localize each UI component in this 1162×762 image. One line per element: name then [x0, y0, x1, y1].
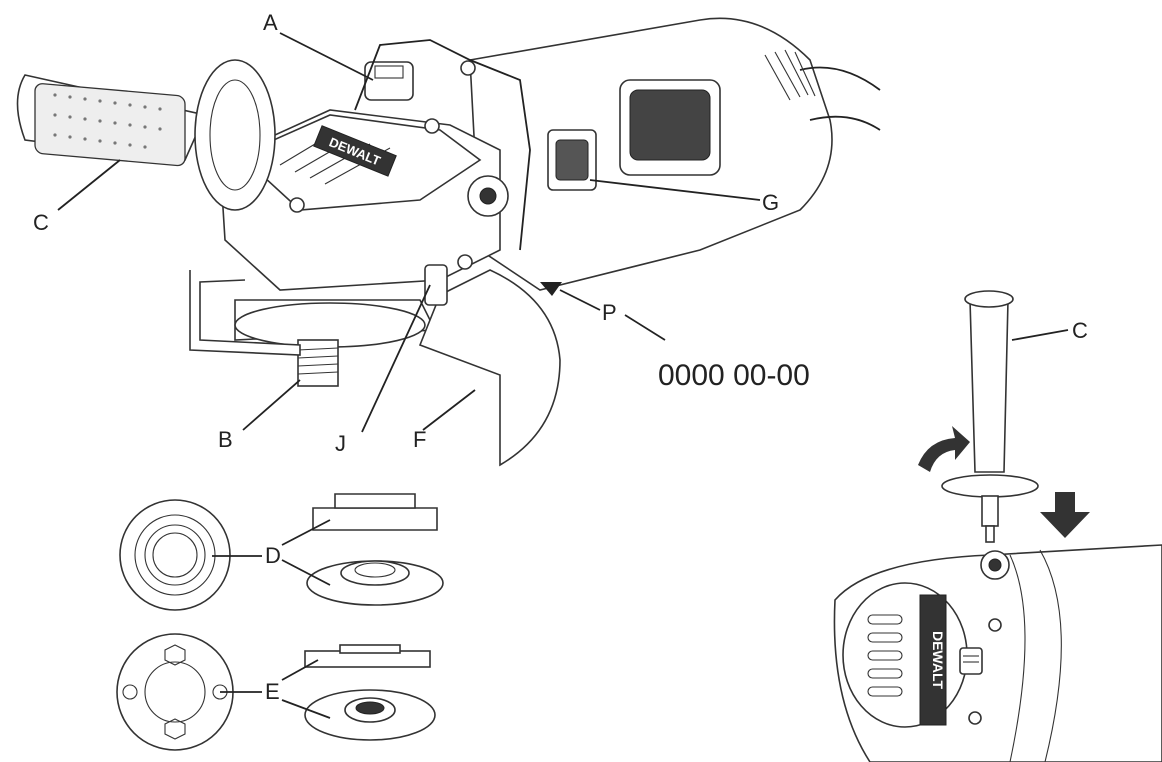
brand-logo-install: DEWALT	[930, 631, 946, 690]
guard-release-lever	[424, 264, 448, 306]
arrow-head	[540, 282, 562, 296]
side-handle-install	[969, 299, 1009, 473]
spindle	[297, 339, 339, 387]
handle-flange-install	[941, 474, 1039, 498]
push-down-arrow-icon	[1040, 492, 1090, 538]
callout-g: G	[762, 190, 779, 215]
callout-b: B	[218, 427, 233, 452]
handle-flange	[194, 59, 276, 211]
wheel-guard-shell	[418, 269, 561, 467]
vent-plate	[842, 582, 968, 728]
flange-callout-lines	[212, 519, 331, 719]
callout-j: J	[335, 431, 346, 456]
callout-line-c2	[1011, 329, 1069, 341]
grip-ribs	[764, 49, 816, 101]
handle-bracket	[354, 39, 531, 251]
wheel-guard	[189, 270, 301, 356]
callout-f: F	[413, 427, 426, 452]
flange-set-e	[116, 633, 436, 751]
callout-a: A	[263, 10, 278, 35]
slide-switch-button	[555, 139, 589, 181]
callout-c: C	[33, 210, 49, 235]
callout-p: P	[602, 300, 617, 325]
callout-d: D	[265, 543, 281, 568]
screw	[457, 254, 473, 270]
date-code: 0000 00-00	[658, 359, 810, 392]
vent-slots	[867, 614, 903, 697]
side-handle-install-illustration: DEWALT	[833, 290, 1162, 762]
callout-e: E	[265, 679, 280, 704]
spindle-lock-install	[959, 647, 983, 675]
cord	[799, 66, 881, 91]
screw	[460, 60, 476, 76]
handle-texture	[53, 93, 162, 149]
rotate-arrow-icon	[918, 426, 970, 472]
flange-set-d	[119, 493, 444, 611]
brand-plate-install: DEWALT	[919, 594, 947, 726]
side-handle-grip	[34, 83, 186, 167]
callout-lines	[57, 32, 761, 433]
side-panel-recess	[629, 89, 711, 161]
grinder-illustration: DEWALT	[16, 17, 881, 467]
screw	[289, 197, 305, 213]
screw	[424, 118, 440, 134]
cord-lower	[809, 115, 881, 131]
callout-c2: C	[1072, 318, 1088, 343]
spindle-lock-button	[364, 61, 414, 101]
